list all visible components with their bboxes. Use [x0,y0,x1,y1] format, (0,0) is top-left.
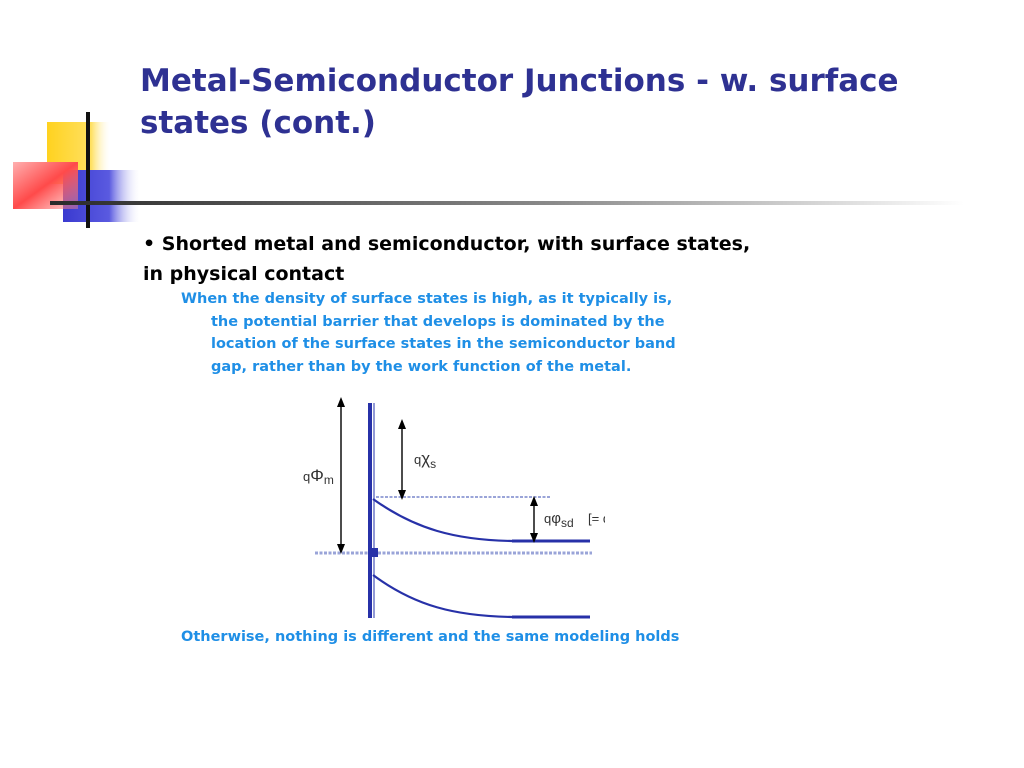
main-bullet-line-1: • Shorted metal and semiconductor, with … [143,233,751,255]
title-decoration [13,112,964,228]
sub-line-4: gap, rather than by the work function of… [211,358,632,375]
surface-states-marker [372,548,378,557]
band-diagram: qΦm qχs qφsd [= qφb] [303,397,605,619]
slide-title-line-1: Metal-Semiconductor Junctions - w. surfa… [140,63,899,99]
slide-title-line-2: states (cont.) [140,105,376,141]
main-bullet: • Shorted metal and semiconductor, with … [143,229,843,289]
sub-line-3: location of the surface states in the se… [211,336,676,352]
sub-line-2: the potential barrier that develops is d… [211,313,665,330]
valence-band [372,574,590,619]
sub-paragraph: When the density of surface states is hi… [181,288,741,378]
slide-title: Metal-Semiconductor Junctions - w. surfa… [140,60,940,144]
phi-m-label: qΦm [303,466,334,487]
phi-b-label: [= qφb] [588,510,605,529]
title-underline-rule [50,201,964,205]
footer-note: Otherwise, nothing is different and the … [181,629,680,645]
conduction-band [372,498,590,543]
sub-line-1: When the density of surface states is hi… [181,291,673,307]
phi-sd-label: qφsd [544,510,574,530]
chi-s-label: qχs [414,449,436,471]
main-bullet-line-2: in physical contact [143,263,345,285]
deco-vertical-rule [86,112,90,228]
